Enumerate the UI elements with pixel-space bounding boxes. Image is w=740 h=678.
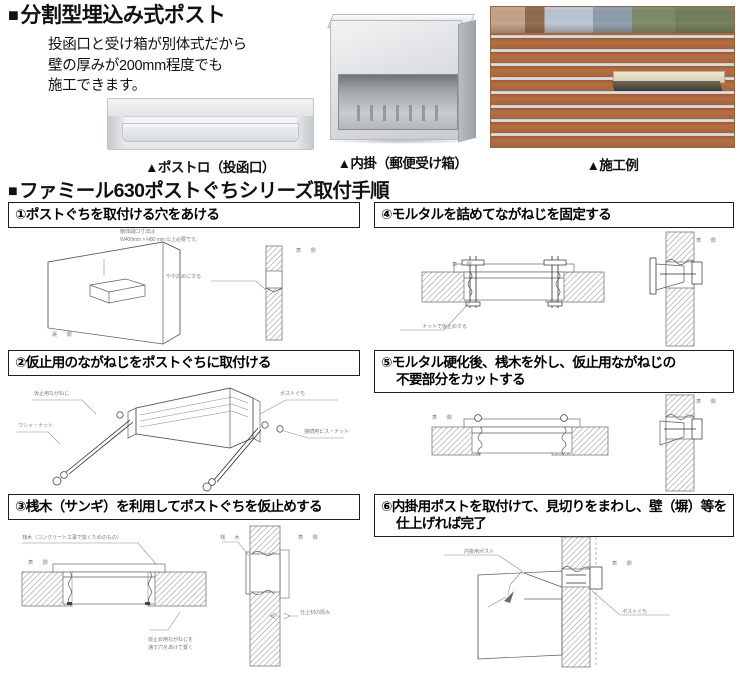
hero-description: 投函口と受け箱が別体式だから 壁の厚みが200mm程度でも 施工できます。 bbox=[48, 37, 247, 95]
step-2-label-long-screw: 仮止用ながねじ bbox=[34, 391, 69, 398]
step-1-label-back: 裏 側 bbox=[52, 332, 74, 339]
photo-wall-slot-shadow bbox=[611, 81, 723, 91]
bullet-square-icon-2: ■ bbox=[8, 183, 18, 200]
step-5-label-front-right: 表 側 bbox=[696, 398, 718, 405]
step-3-label-hole-note2: 通す穴をあけて置く bbox=[148, 645, 193, 652]
step-3-label-sangi-note: 桟木（コンクリート工事で抜くためのもの） bbox=[22, 535, 122, 542]
step-4-label-front-left: 表 側 bbox=[452, 262, 474, 269]
step-3-label-hole-note1: 仮止め用ながねじを bbox=[148, 637, 193, 644]
steps-grid: ①ポストぐちを取付ける穴をあける bbox=[8, 202, 734, 668]
step-4-label-front-right: 表 側 bbox=[696, 238, 718, 245]
step-6-label-front: 表 側 bbox=[612, 560, 634, 567]
step-1-title: ①ポストぐちを取付ける穴をあける bbox=[8, 202, 360, 229]
photo-box-opening bbox=[338, 74, 458, 130]
step-1-note-line1: 躯体開口寸法は bbox=[120, 229, 155, 236]
step-5-figure: 表 側 表 側 bbox=[374, 393, 734, 492]
bullet-square-icon: ■ bbox=[8, 5, 19, 25]
step-panel-3: ③桟木（サンギ）を利用してポストぐちを仮止めする bbox=[8, 494, 360, 668]
section-title: ■ファミール630ポストぐちシリーズ取付手順 bbox=[8, 174, 390, 203]
photo-shade-left bbox=[107, 116, 124, 149]
caption-post-mouth: ▲ポストロ（投函口） bbox=[145, 160, 275, 175]
step-6-figure: 内掛用ポスト 表 側 ポストぐち bbox=[374, 536, 734, 668]
step-4-title: ④モルタルを詰めてながねじを固定する bbox=[374, 202, 734, 229]
step-6-title-line1: ⑥内掛用ポストを取付けて、見切りをまわし、壁（塀）等を bbox=[381, 499, 727, 514]
hero-section: ■分割型埋込み式ポスト 投函口と受け箱が別体式だから 壁の厚みが200mm程度で… bbox=[0, 0, 740, 175]
step-4-diagram bbox=[400, 232, 703, 347]
photo-box-shadow bbox=[326, 138, 476, 144]
caption-inner-box: ▲内掛（郵便受け箱） bbox=[337, 156, 468, 171]
step-1-note-line2: W400mm × H80 mm 以上必要です。 bbox=[120, 237, 201, 244]
photo-inner-box bbox=[320, 6, 483, 146]
step-panel-2: ②仮止用のながねじをポストぐちに取付ける bbox=[8, 350, 360, 492]
step-2-label-post-mouth: ポストぐち bbox=[280, 391, 305, 398]
step-1-figure: 躯体開口寸法は W400mm × H80 mm 以上必要です。 やや広めにする … bbox=[8, 228, 360, 348]
step-3-label-finish-thickness: 仕上材の厚み bbox=[300, 610, 330, 617]
step-1-note-widen: やや広めにする bbox=[166, 274, 201, 281]
step-3-label-front-right: 表 側 bbox=[298, 535, 320, 542]
photo-wall-slot bbox=[611, 71, 725, 91]
page-title: ■分割型埋込み式ポスト bbox=[8, 4, 308, 27]
step-4-figure: 表 側 表 側 ナットで仮止めする bbox=[374, 228, 734, 348]
step-6-label-post-mouth: ポストぐち bbox=[622, 608, 647, 615]
page-title-text: 分割型埋込み式ポスト bbox=[20, 4, 226, 27]
step-3-figure: 桟木（コンクリート工事で抜くためのもの） 表 側 桟 木 表 側 仕上材の厚み … bbox=[8, 520, 360, 668]
photo-post-mouth-wrap: ▲ポストロ（投函口） bbox=[105, 98, 315, 176]
step-2-label-connector: 接続用ビス・ナット bbox=[304, 429, 349, 436]
photo-installation-example bbox=[490, 6, 735, 148]
step-6-diagram bbox=[444, 536, 670, 668]
hero-text-block: ■分割型埋込み式ポスト 投函口と受け箱が別体式だから 壁の厚みが200mm程度で… bbox=[8, 4, 308, 97]
photo-post-mouth bbox=[106, 98, 314, 150]
step-6-label-inner-post: 内掛用ポスト bbox=[464, 548, 494, 555]
step-6-title: ⑥内掛用ポストを取付けて、見切りをまわし、壁（塀）等を 仕上げれば完了 bbox=[374, 494, 734, 537]
step-3-diagram bbox=[21, 526, 298, 667]
step-5-diagram bbox=[431, 394, 703, 492]
photo-box-side bbox=[458, 19, 476, 143]
step-panel-4: ④モルタルを詰めてながねじを固定する bbox=[374, 202, 734, 348]
step-panel-1: ①ポストぐちを取付ける穴をあける bbox=[8, 202, 360, 348]
step-2-diagram bbox=[16, 388, 344, 492]
photo-inner-box-wrap: ▲内掛（郵便受け箱） bbox=[320, 6, 485, 172]
step-5-title-line1: ⑤モルタル硬化後、桟木を外し、仮止用ながねじの bbox=[381, 355, 676, 370]
step-5-title-line2: 不要部分をカットする bbox=[396, 372, 526, 388]
step-panel-5: ⑤モルタル硬化後、桟木を外し、仮止用ながねじの 不要部分をカットする bbox=[374, 350, 734, 492]
photo-shade-right bbox=[296, 116, 313, 149]
step-panel-6: ⑥内掛用ポストを取付けて、見切りをまわし、壁（塀）等を 仕上げれば完了 bbox=[374, 494, 734, 668]
step-2-label-washer-nut: ワシャ・ナット bbox=[18, 423, 53, 430]
section-title-text: ファミール630ポストぐちシリーズ取付手順 bbox=[19, 180, 390, 202]
step-2-figure: 仮止用ながねじ ワシャ・ナット ポストぐち 接続用ビス・ナット bbox=[8, 376, 360, 492]
step-5-label-front-left: 表 側 bbox=[432, 414, 454, 421]
step-1-diagram bbox=[47, 242, 283, 345]
step-4-label-nut-note: ナットで仮止めする bbox=[422, 324, 467, 331]
step-3-title: ③桟木（サンギ）を利用してポストぐちを仮止めする bbox=[8, 494, 360, 521]
photo-background-scene bbox=[491, 7, 734, 33]
step-5-title: ⑤モルタル硬化後、桟木を外し、仮止用ながねじの 不要部分をカットする bbox=[374, 350, 734, 393]
caption-installation-example: ▲施工例 bbox=[586, 158, 639, 173]
step-3-label-front-left: 表 側 bbox=[28, 560, 50, 567]
step-1-label-front: 表 側 bbox=[296, 248, 318, 255]
photo-slot-lip bbox=[121, 123, 299, 142]
step-2-title: ②仮止用のながねじをポストぐちに取付ける bbox=[8, 350, 360, 377]
step-3-label-sangi: 桟 木 bbox=[220, 535, 242, 542]
photo-installation-wrap: ▲施工例 bbox=[490, 6, 735, 174]
step-6-title-line2: 仕上げれば完了 bbox=[396, 516, 487, 532]
